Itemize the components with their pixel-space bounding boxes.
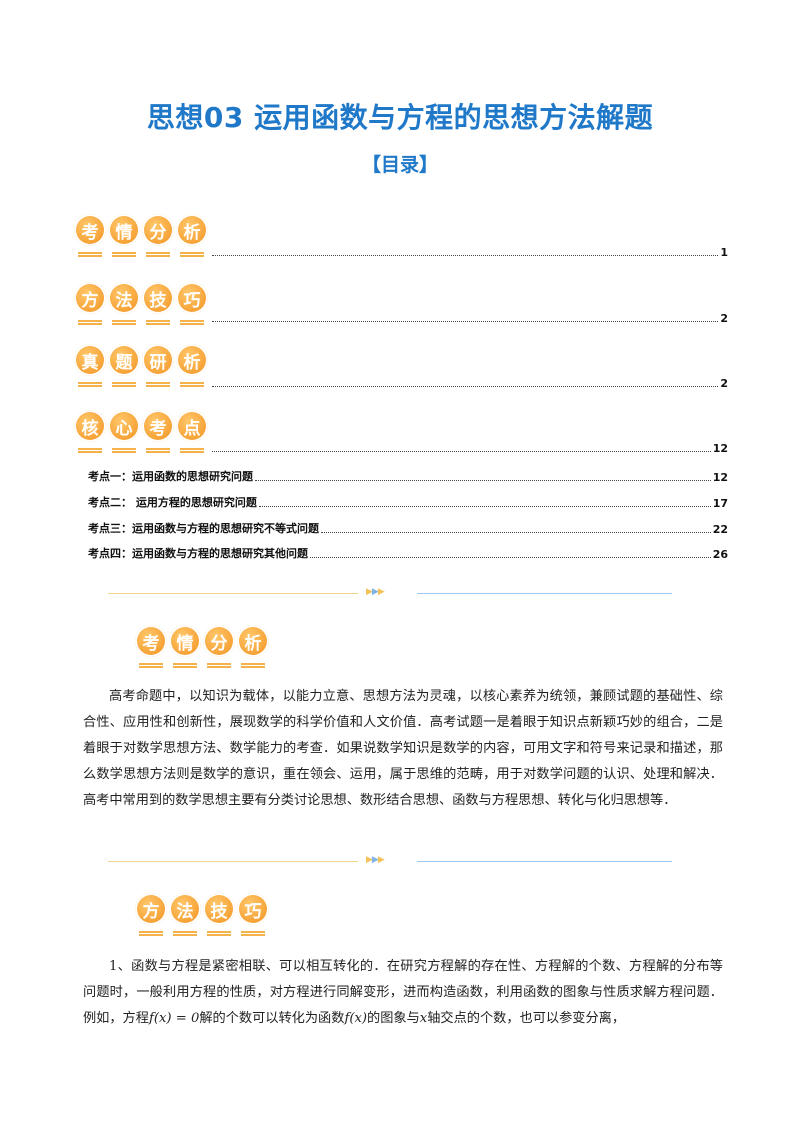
leader-dots — [212, 320, 719, 322]
badge-char: 核 — [74, 410, 106, 450]
leader-dots — [212, 450, 711, 452]
badge-char: 考 — [142, 410, 174, 450]
toc-subentry[interactable]: 考点四：运用函数与方程的思想研究其他问题 26 — [88, 545, 728, 561]
badge-char: 析 — [176, 214, 208, 254]
badge-char: 技 — [203, 893, 235, 933]
toc-badge-zhenti: 真 题 研 析 — [74, 344, 210, 384]
toc-heading: 【目录】 — [361, 154, 438, 176]
section-badge-fangfa: 方 法 技 巧 — [135, 893, 271, 933]
toc-label: 考点四：运用函数与方程的思想研究其他问题 — [88, 547, 308, 560]
toc-entry-fangfa[interactable]: 2 — [210, 312, 728, 325]
badge-char: 方 — [74, 282, 106, 322]
divider-line-right — [417, 861, 672, 862]
arrow-icon: ▶▶▶ — [366, 855, 385, 865]
badge-char: 巧 — [237, 893, 269, 933]
toc-subentry[interactable]: 考点二： 运用方程的思想研究问题 17 — [88, 494, 728, 510]
divider-line-right — [417, 593, 672, 594]
kaoqing-paragraph: 高考命题中，以知识为载体，以能力立意、思想方法为灵魂，以核心素养为统领，兼顾试题… — [83, 684, 723, 814]
toc-page-number: 2 — [720, 377, 728, 390]
badge-char: 情 — [108, 214, 140, 254]
paragraph-text: 高考命题中，以知识为载体，以能力立意、思想方法为灵魂，以核心素养为统领，兼顾试题… — [83, 689, 723, 808]
section-divider: ▶▶▶ — [108, 587, 672, 599]
toc-label: 考点三：运用函数与方程的思想研究不等式问题 — [88, 522, 319, 535]
toc-page-number: 1 — [720, 246, 728, 259]
section-badge-kaoqing: 考 情 分 析 — [135, 625, 271, 665]
badge-char: 分 — [142, 214, 174, 254]
leader-dots — [258, 505, 711, 507]
document-title: 思想03 运用函数与方程的思想方法解题 — [146, 101, 654, 134]
badge-char: 考 — [135, 625, 167, 665]
leader-dots — [255, 479, 711, 481]
toc-page-number: 2 — [720, 312, 728, 325]
toc-page-number: 17 — [712, 497, 728, 510]
toc-badge-fangfa: 方 法 技 巧 — [74, 282, 210, 322]
badge-char: 法 — [108, 282, 140, 322]
badge-char: 析 — [176, 344, 208, 384]
toc-badge-kaoqing: 考 情 分 析 — [74, 214, 210, 254]
paragraph-text: 1、函数与方程是紧密相联、可以相互转化的．在研究方程解的存在性、方程解的个数、方… — [83, 959, 723, 1026]
badge-char: 法 — [169, 893, 201, 933]
toc-page-number: 12 — [712, 471, 728, 484]
section-divider: ▶▶▶ — [108, 855, 672, 867]
badge-char: 情 — [169, 625, 201, 665]
toc-page-number: 22 — [712, 523, 728, 536]
toc-page-number: 26 — [712, 548, 728, 561]
divider-line-left — [108, 593, 358, 594]
toc-entry-zhenti[interactable]: 2 — [210, 377, 728, 390]
math-expression: f(x) = 0 — [148, 1011, 200, 1026]
leader-dots — [310, 556, 711, 558]
toc-entry-kaoqing[interactable]: 1 — [210, 246, 728, 259]
badge-char: 方 — [135, 893, 167, 933]
badge-char: 题 — [108, 344, 140, 384]
leader-dots — [212, 254, 719, 256]
math-expression: x — [419, 1011, 428, 1026]
toc-badge-hexin: 核 心 考 点 — [74, 410, 210, 450]
badge-char: 真 — [74, 344, 106, 384]
toc-label: 考点二： 运用方程的思想研究问题 — [88, 496, 257, 509]
badge-char: 技 — [142, 282, 174, 322]
arrow-icon: ▶▶▶ — [366, 587, 385, 597]
badge-char: 心 — [108, 410, 140, 450]
toc-subentry[interactable]: 考点一：运用函数的思想研究问题 12 — [88, 468, 728, 484]
math-expression: f(x) — [344, 1011, 368, 1026]
leader-dots — [212, 385, 719, 387]
divider-line-left — [108, 861, 358, 862]
toc-entry-hexin[interactable]: 12 — [210, 442, 728, 455]
badge-char: 研 — [142, 344, 174, 384]
leader-dots — [321, 531, 711, 533]
badge-char: 分 — [203, 625, 235, 665]
badge-char: 点 — [176, 410, 208, 450]
badge-char: 考 — [74, 214, 106, 254]
toc-label: 考点一：运用函数的思想研究问题 — [88, 470, 253, 483]
badge-char: 析 — [237, 625, 269, 665]
toc-subentry[interactable]: 考点三：运用函数与方程的思想研究不等式问题 22 — [88, 520, 728, 536]
badge-char: 巧 — [176, 282, 208, 322]
fangfa-paragraph: 1、函数与方程是紧密相联、可以相互转化的．在研究方程解的存在性、方程解的个数、方… — [83, 954, 723, 1032]
toc-page-number: 12 — [712, 442, 728, 455]
